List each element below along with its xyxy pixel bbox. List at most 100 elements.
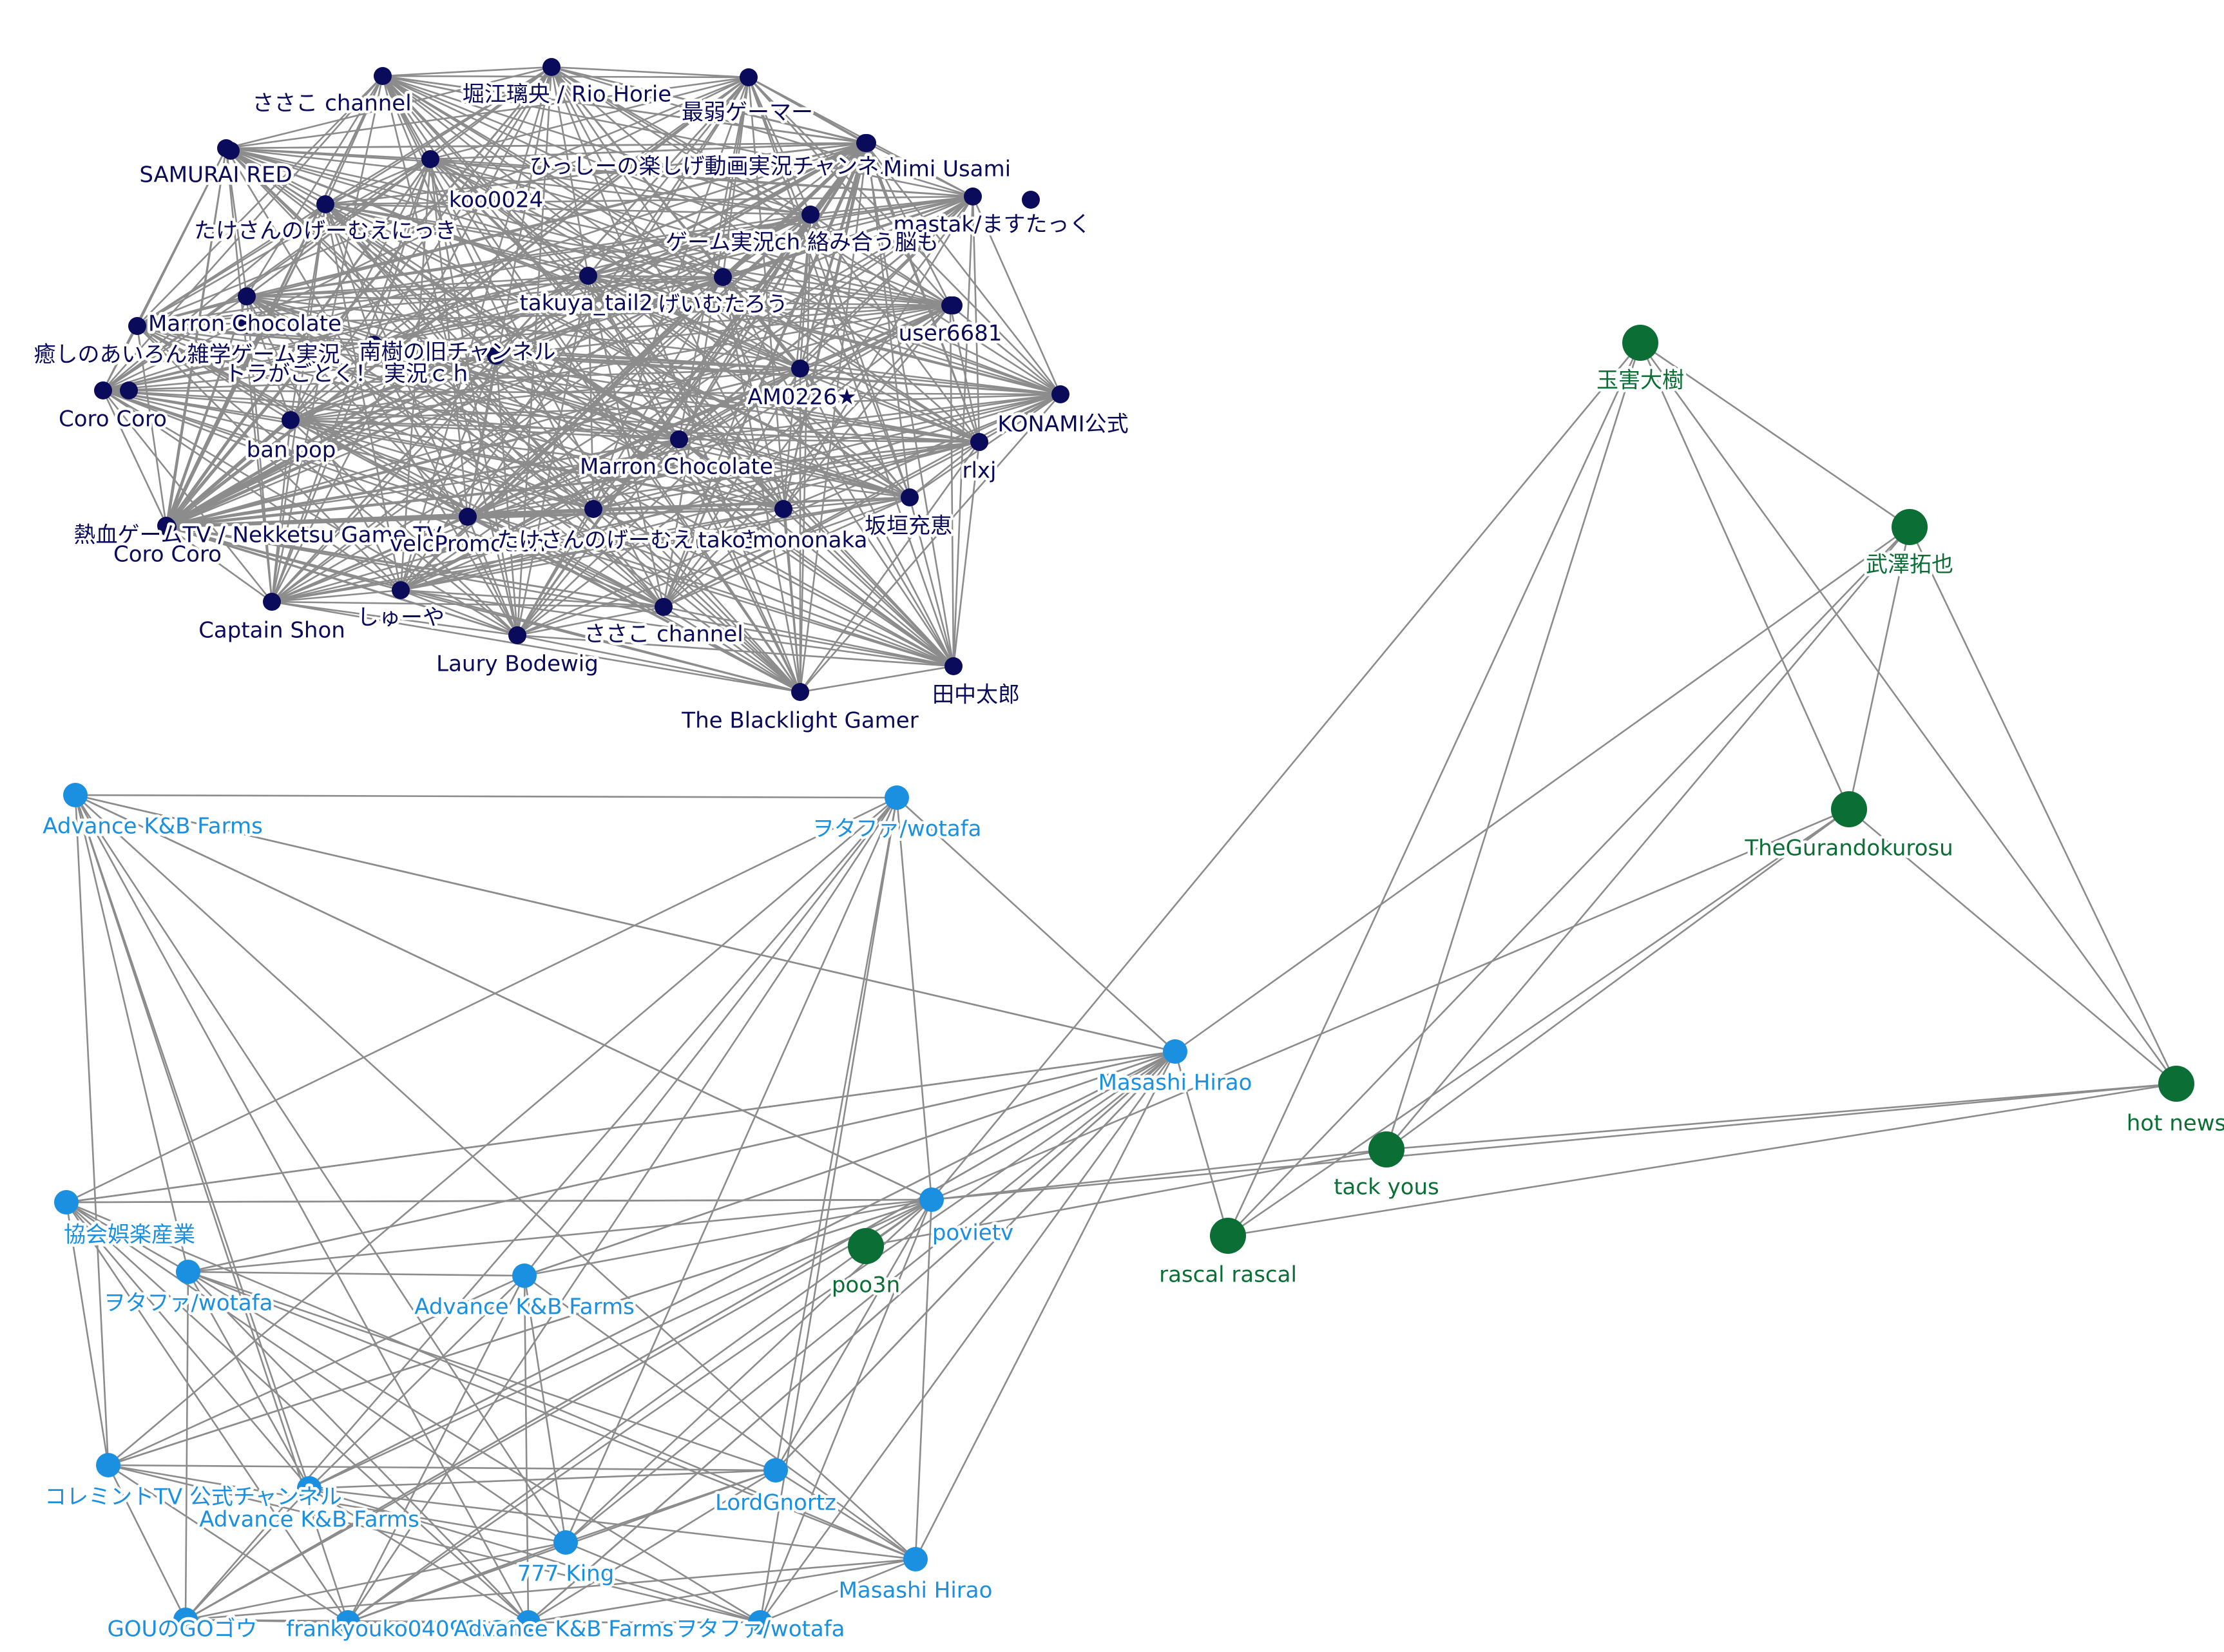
graph-node[interactable] — [1051, 385, 1069, 403]
node-label: SAMURAI RED — [139, 162, 292, 188]
node-label: mastak/ますたっく — [894, 212, 1091, 238]
edge — [495, 304, 951, 357]
edge — [102, 343, 374, 392]
node-label: Coro Coro — [59, 407, 167, 432]
edge — [347, 1275, 526, 1623]
node-label: user6681 — [899, 321, 1002, 347]
edge — [722, 213, 811, 278]
edge — [271, 600, 664, 608]
graph-node[interactable] — [944, 657, 963, 675]
graph-node[interactable] — [176, 1260, 200, 1284]
edge — [290, 419, 910, 499]
edge — [166, 148, 227, 528]
edge — [309, 1487, 529, 1624]
edge — [1908, 526, 2178, 1084]
edge — [663, 496, 910, 608]
edge — [551, 66, 951, 307]
graph-node[interactable] — [885, 785, 909, 810]
edge — [1848, 809, 2177, 1084]
graph-node[interactable] — [1831, 791, 1867, 827]
graph-node[interactable] — [774, 500, 792, 518]
graph-node[interactable] — [901, 488, 919, 506]
edge — [108, 797, 897, 1466]
graph-node[interactable] — [1622, 325, 1658, 361]
graph-node[interactable] — [459, 508, 477, 526]
graph-node[interactable] — [421, 150, 439, 168]
edge — [931, 1082, 2177, 1201]
graph-node[interactable] — [238, 316, 256, 334]
graph-node[interactable] — [63, 783, 88, 807]
graph-node[interactable] — [297, 1476, 321, 1501]
graph-node[interactable] — [120, 381, 138, 399]
graph-node[interactable] — [222, 142, 240, 160]
edge — [495, 354, 801, 370]
graph-node[interactable] — [316, 195, 334, 213]
edge — [246, 276, 724, 298]
graph-node[interactable] — [1210, 1218, 1246, 1254]
graph-node[interactable] — [763, 1458, 788, 1483]
graph-node[interactable] — [579, 267, 597, 285]
edge — [246, 158, 431, 298]
edge — [914, 1051, 1176, 1560]
graph-node[interactable] — [858, 134, 876, 152]
graph-node[interactable] — [487, 347, 505, 365]
edge — [565, 1050, 1176, 1544]
graph-node[interactable] — [374, 67, 392, 85]
edge — [467, 508, 784, 518]
edge — [722, 276, 801, 693]
edge — [663, 508, 784, 608]
graph-node[interactable] — [584, 500, 602, 518]
graph-node[interactable] — [1163, 1039, 1187, 1064]
edge — [373, 76, 749, 346]
graph-node[interactable] — [791, 360, 809, 378]
edge — [309, 1275, 525, 1489]
graph-node[interactable] — [748, 1610, 772, 1635]
graph-node[interactable] — [655, 598, 673, 616]
graph-node[interactable] — [336, 1610, 360, 1635]
edge — [108, 1464, 761, 1624]
graph-node[interactable] — [903, 1547, 928, 1571]
graph-node[interactable] — [553, 1530, 578, 1555]
edge — [102, 295, 247, 392]
graph-node[interactable] — [54, 1190, 79, 1215]
graph-node[interactable] — [1368, 1131, 1404, 1167]
graph-node[interactable] — [94, 381, 112, 399]
edge — [1386, 808, 1850, 1151]
graph-node[interactable] — [263, 593, 281, 611]
graph-node[interactable] — [542, 58, 561, 76]
edge — [373, 344, 664, 608]
graph-node[interactable] — [1022, 191, 1040, 209]
graph-node[interactable] — [128, 317, 146, 335]
graph-node[interactable] — [670, 430, 688, 448]
graph-node[interactable] — [96, 1453, 120, 1477]
graph-node[interactable] — [970, 433, 988, 451]
graph-node[interactable] — [238, 287, 256, 305]
graph-node[interactable] — [714, 268, 732, 286]
edge — [74, 794, 530, 1623]
edge — [1386, 526, 1910, 1150]
edge — [467, 515, 954, 668]
edge — [1639, 342, 1850, 810]
graph-node[interactable] — [2158, 1066, 2194, 1102]
graph-node[interactable] — [392, 581, 410, 599]
graph-node[interactable] — [158, 518, 177, 536]
graph-node[interactable] — [919, 1187, 944, 1212]
graph-node[interactable] — [944, 296, 963, 314]
graph-node[interactable] — [964, 187, 982, 206]
graph-node[interactable] — [508, 626, 526, 644]
node-label: AM0226★ — [747, 385, 857, 410]
graph-node[interactable] — [1892, 509, 1928, 545]
node-label: Coro Coro — [113, 542, 222, 568]
graph-node[interactable] — [516, 1610, 541, 1635]
graph-node[interactable] — [801, 206, 820, 224]
graph-node[interactable] — [848, 1228, 884, 1264]
graph-node[interactable] — [173, 1608, 198, 1632]
edge — [783, 496, 910, 510]
edge — [245, 296, 292, 421]
edge — [185, 1488, 310, 1620]
graph-node[interactable] — [365, 336, 383, 354]
graph-node[interactable] — [282, 411, 300, 429]
graph-node[interactable] — [791, 683, 809, 701]
graph-node[interactable] — [740, 68, 758, 86]
graph-node[interactable] — [512, 1263, 537, 1288]
